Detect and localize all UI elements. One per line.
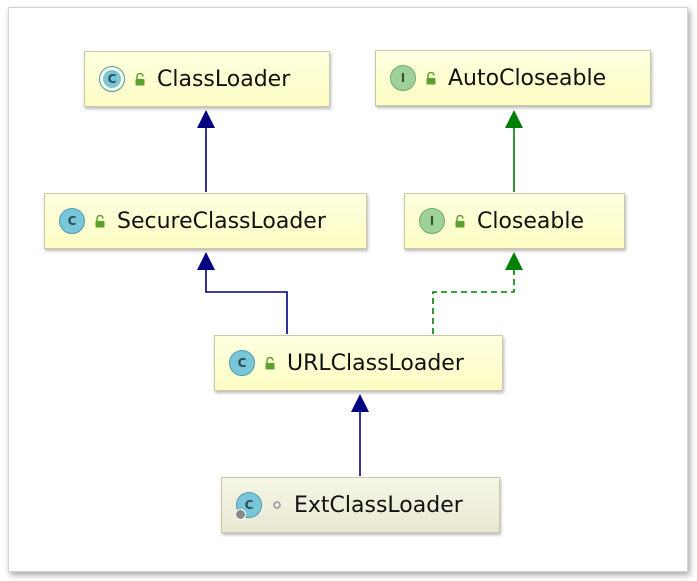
interface-icon: I bbox=[390, 65, 416, 91]
arrowhead-closeable bbox=[505, 252, 523, 270]
public-visibility-icon bbox=[424, 71, 438, 85]
node-label: ClassLoader bbox=[157, 66, 291, 92]
node-label: AutoCloseable bbox=[448, 65, 607, 91]
edge-urlclassloader-extends-secureclassloader bbox=[205, 270, 288, 334]
public-visibility-icon bbox=[93, 214, 107, 228]
arrowhead-urlclassloader bbox=[351, 394, 369, 412]
abstract-class-icon: C bbox=[99, 66, 125, 92]
arrowhead-autocloseable bbox=[505, 110, 523, 128]
node-classloader[interactable]: C ClassLoader bbox=[84, 51, 330, 107]
arrowhead-secureclassloader bbox=[197, 252, 215, 270]
static-pin-icon bbox=[235, 509, 246, 520]
node-label: SecureClassLoader bbox=[117, 208, 326, 234]
class-icon: C bbox=[229, 350, 255, 376]
edge-urlclassloader-implements-closeable bbox=[432, 270, 515, 334]
node-label: Closeable bbox=[477, 208, 585, 234]
public-visibility-icon bbox=[453, 214, 467, 228]
public-visibility-icon bbox=[133, 72, 147, 86]
arrowhead-classloader bbox=[197, 110, 215, 128]
package-private-visibility-icon bbox=[270, 498, 284, 512]
node-label: URLClassLoader bbox=[287, 350, 464, 376]
node-urlclassloader[interactable]: C URLClassLoader bbox=[214, 335, 503, 391]
static-nested-class-icon: C bbox=[235, 492, 262, 520]
node-autocloseable[interactable]: I AutoCloseable bbox=[375, 50, 651, 106]
class-icon: C bbox=[59, 208, 85, 234]
node-extclassloader[interactable]: C ExtClassLoader bbox=[221, 477, 500, 533]
kind-letter: C bbox=[244, 498, 254, 512]
interface-icon: I bbox=[419, 208, 445, 234]
node-secureclassloader[interactable]: C SecureClassLoader bbox=[44, 193, 367, 249]
node-closeable[interactable]: I Closeable bbox=[404, 193, 625, 249]
node-label: ExtClassLoader bbox=[294, 492, 463, 518]
public-visibility-icon bbox=[263, 356, 277, 370]
